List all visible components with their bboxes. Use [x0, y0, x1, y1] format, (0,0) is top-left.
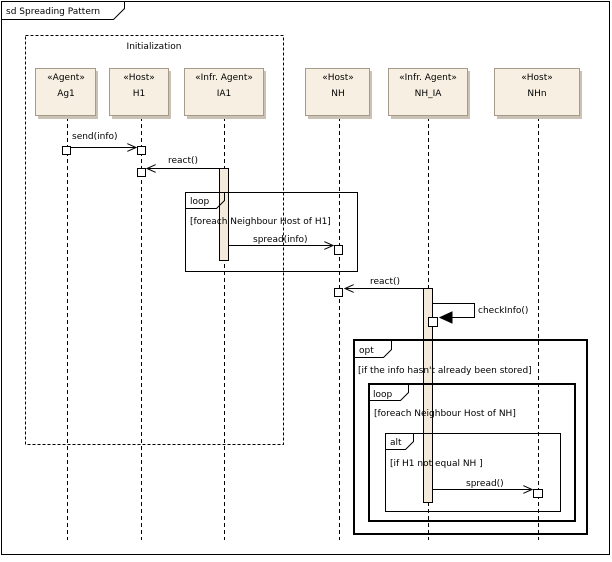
activation-bars	[219, 168, 433, 503]
fragment-operator: opt	[359, 346, 374, 356]
alt-fragment[interactable]: alt [if H1 not equal NH ]	[385, 433, 561, 512]
lifeline-name: NHn	[527, 89, 546, 99]
lifeline-stereotype: «Host»	[322, 73, 354, 83]
lifeline-head-ia1[interactable]: «Infr. Agent» IA1	[184, 68, 267, 120]
lifeline-head-nh-ia[interactable]: «Infr. Agent» NH_IA	[388, 68, 471, 120]
lifeline-stereotype: «Infr. Agent»	[399, 73, 457, 83]
loop-fragment-h1[interactable]: loop [foreach Neighbour Host of H1]	[185, 192, 358, 272]
fragment-guard: [foreach Neighbour Host of NH]	[374, 409, 516, 419]
message-react-nh[interactable]: react()	[334, 277, 424, 297]
lifelines	[67, 117, 539, 540]
initialization-region: Initialization	[25, 35, 284, 445]
fragment-guard: [foreach Neighbour Host of H1]	[190, 217, 331, 227]
lifeline-head-ag1[interactable]: «Agent» Ag1	[35, 68, 99, 120]
lifeline-name: H1	[133, 89, 146, 99]
message-label: react()	[370, 277, 400, 287]
message-spread-info[interactable]: spread(info)	[229, 235, 343, 255]
fragment-operator: loop	[373, 390, 393, 400]
activation-nh-ia	[423, 288, 433, 503]
initialization-label: Initialization	[127, 42, 182, 52]
lifeline-head-nhn[interactable]: «Host» NHn	[494, 68, 583, 120]
message-label: react()	[168, 156, 198, 166]
lifeline-head-nh[interactable]: «Host» NH	[305, 68, 373, 120]
message-label: spread(info)	[253, 235, 308, 245]
message-label: send(info)	[72, 132, 118, 142]
lifeline-stereotype: «Host»	[521, 73, 553, 83]
lifeline-name: NH	[331, 89, 345, 99]
fragment-operator: alt	[390, 438, 402, 448]
message-react-h1[interactable]: react()	[137, 156, 220, 177]
lifeline-stereotype: «Host»	[123, 73, 155, 83]
lifeline-name: IA1	[217, 89, 232, 99]
lifeline-stereotype: «Infr. Agent»	[195, 73, 253, 83]
message-label: spread()	[466, 479, 504, 489]
opt-fragment[interactable]: opt [if the info hasn't already been sto…	[353, 339, 588, 535]
activation-ia1	[219, 168, 229, 261]
lifeline-stereotype: «Agent»	[47, 73, 85, 83]
message-label: checkInfo()	[478, 306, 528, 316]
lifeline-head-h1[interactable]: «Host» H1	[109, 68, 172, 120]
fragment-guard: [if the info hasn't already been stored]	[358, 366, 532, 376]
fragment-operator: loop	[190, 197, 210, 207]
message-spread[interactable]: spread()	[433, 479, 543, 498]
message-send-info[interactable]: send(info)	[62, 132, 146, 155]
lifeline-name: NH_IA	[415, 89, 443, 99]
lifeline-name: Ag1	[57, 89, 75, 99]
fragment-guard: [if H1 not equal NH ]	[390, 459, 483, 469]
diagram-title: sd Spreading Pattern	[6, 7, 100, 17]
loop-fragment-nh[interactable]: loop [foreach Neighbour Host of NH]	[368, 383, 576, 522]
message-check-info[interactable]: checkInfo()	[428, 303, 529, 327]
